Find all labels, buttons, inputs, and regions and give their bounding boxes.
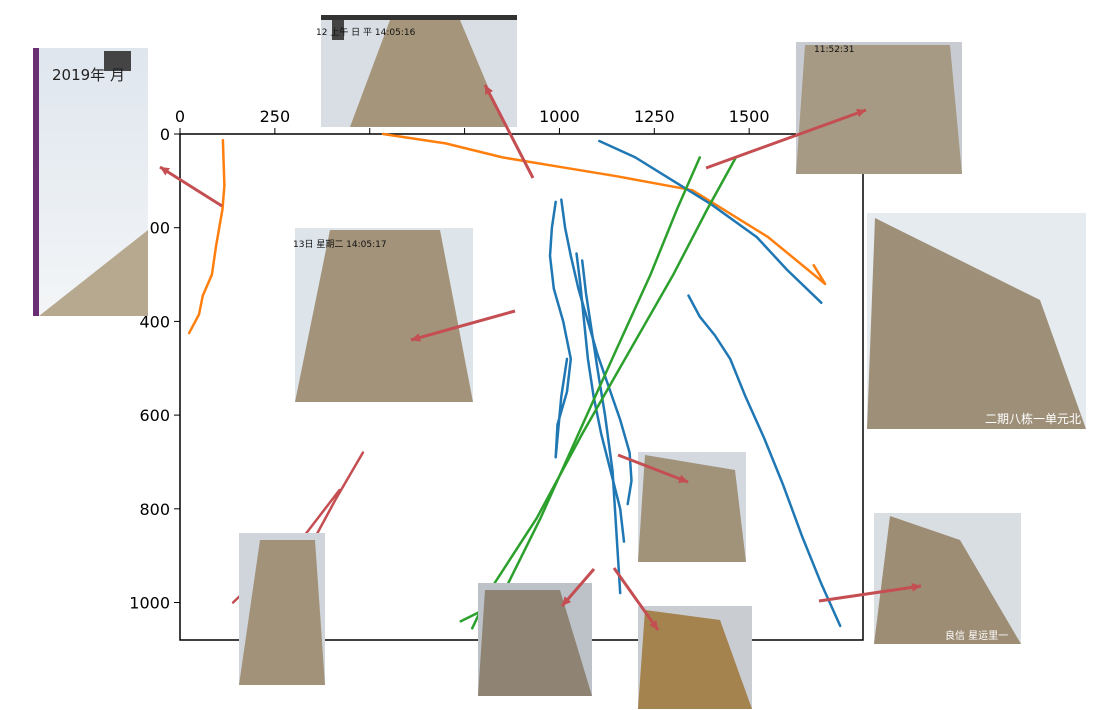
annotation-arrow-0 <box>159 165 223 208</box>
annotation-arrow-3 <box>410 309 516 342</box>
y-tick-label-3: 600 <box>139 406 170 425</box>
annotation-arrow-1 <box>483 84 535 179</box>
y-tick-label-2: 400 <box>139 312 170 331</box>
series-line-3 <box>560 198 633 506</box>
thumbnail-bottom-left <box>239 533 325 685</box>
thumbnail-top-left: 2019年 月 <box>33 48 148 316</box>
x-tick-label-0: 0 <box>175 107 185 126</box>
x-tick-label-6: 1500 <box>729 107 770 126</box>
annotation-3: 13日 星期二 14:05:17 <box>293 239 387 250</box>
annotation-4: 二期八栋一单元北 <box>985 411 1081 426</box>
series-line-0 <box>187 138 226 335</box>
annotation-arrow-7 <box>612 567 660 631</box>
annotation-2: 11:52:31 <box>814 45 854 55</box>
thumbnail-bottom-center <box>478 583 592 696</box>
thumbnail-right: 二期八栋一单元北 <box>867 213 1086 429</box>
series-line-7 <box>580 259 622 595</box>
annotation-arrow-5 <box>818 583 922 603</box>
annotation-5: 良信 星运里一 <box>945 629 1008 642</box>
annotation-arrow-6 <box>560 568 596 607</box>
series-line-6 <box>575 252 626 543</box>
series-line-9 <box>470 156 738 630</box>
thumbnail-bottom-right: 良信 星运里一 <box>874 513 1021 644</box>
thumbnail-center-left: 13日 星期二 14:05:17 <box>293 228 473 402</box>
annotation-1: 12 上午 日 平 14:05:16 <box>316 26 416 38</box>
series-line-1 <box>381 132 827 286</box>
y-tick-label-4: 800 <box>139 500 170 519</box>
annotation-arrow-4 <box>617 453 689 484</box>
y-tick-label-5: 1000 <box>129 594 170 613</box>
annotation-arrow-2 <box>705 108 867 170</box>
x-tick-label-1: 250 <box>260 107 291 126</box>
thumbnail-bottom-right-low <box>638 606 752 709</box>
arrow-layer <box>159 84 922 631</box>
thumbnail-top-right: 11:52:31 <box>796 42 962 174</box>
series-line-5 <box>687 294 842 628</box>
y-tick-label-0: 0 <box>160 125 170 144</box>
annotation-0: 2019年 月 <box>52 66 125 84</box>
thumbnail-top-center: 12 上午 日 平 14:05:16 <box>316 15 517 127</box>
x-tick-label-4: 1000 <box>539 107 580 126</box>
series-line-2 <box>548 200 573 459</box>
x-tick-label-5: 1250 <box>634 107 675 126</box>
